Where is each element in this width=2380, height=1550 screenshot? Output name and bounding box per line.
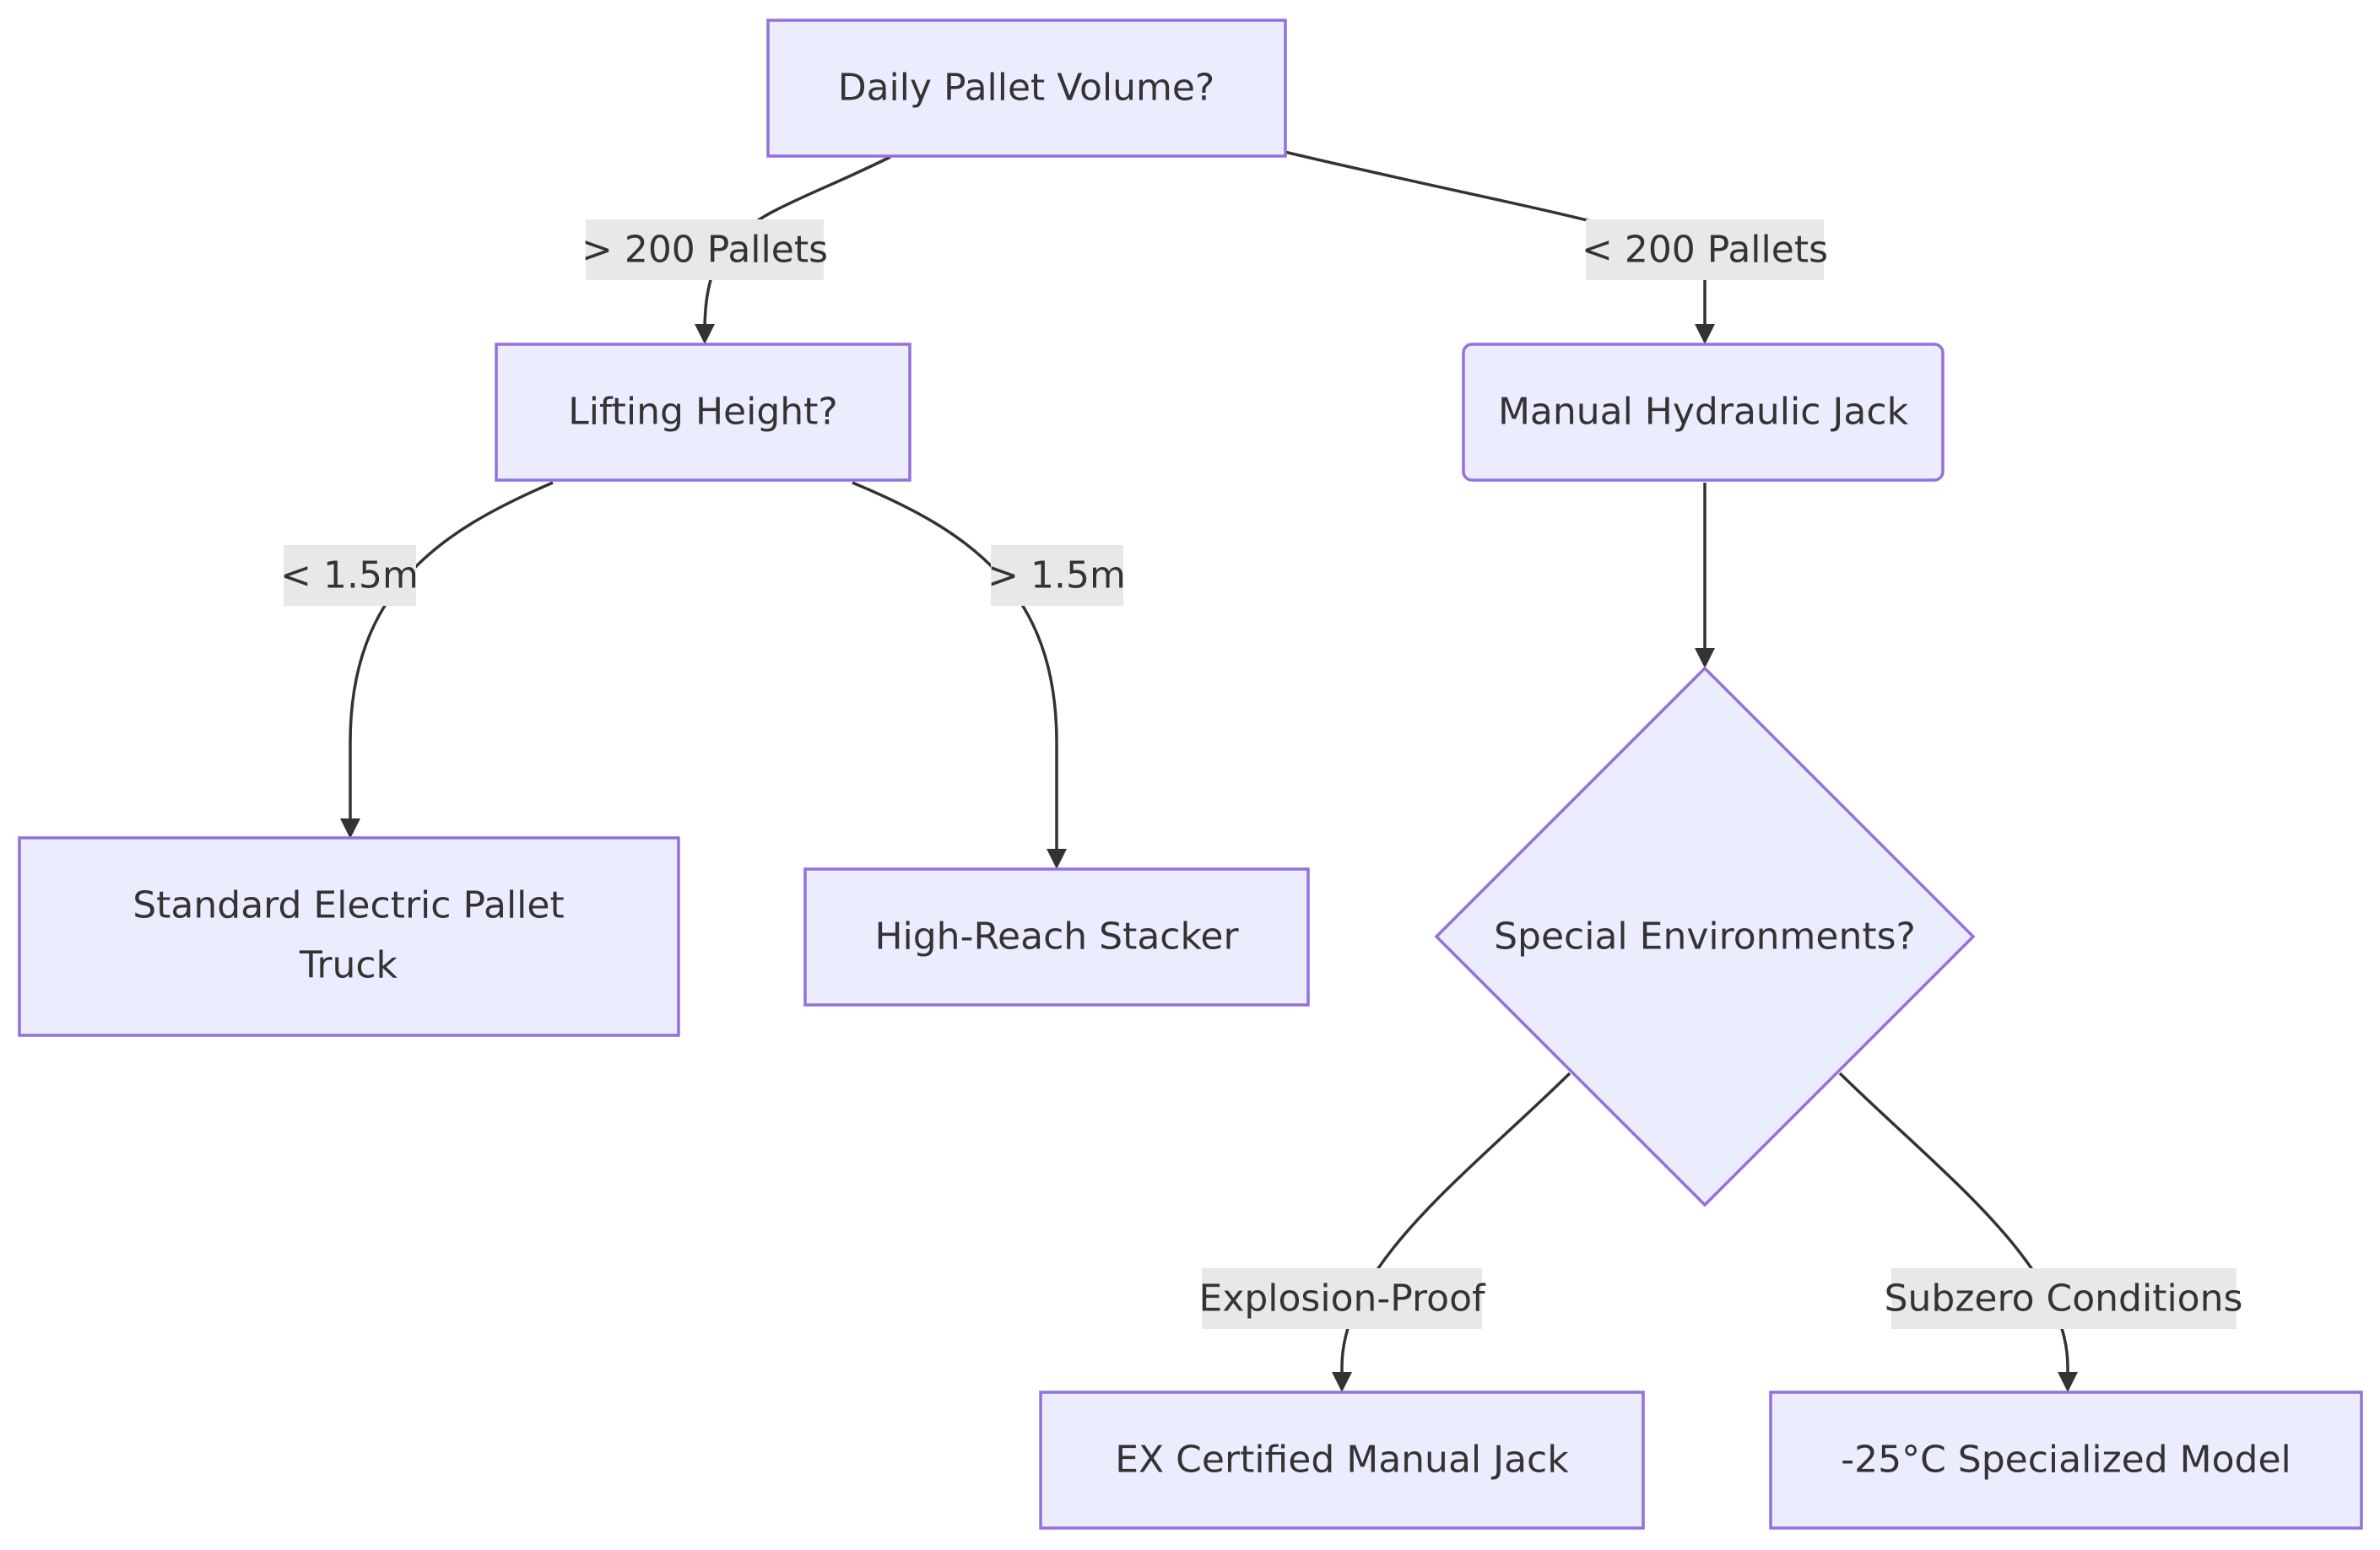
arrow-jack-to-special (1695, 648, 1715, 668)
arrow-lifting-to-standard (340, 818, 360, 839)
edge-label-lt-200-text: < 200 Pallets (1582, 229, 1828, 272)
edge-special-to-ex (1340, 1072, 1571, 1379)
edge-label-gt-15: > 1.5m (987, 545, 1126, 606)
node-standard-electric-pallet-truck[interactable]: Standard Electric Pallet Truck (18, 836, 680, 1037)
edge-label-subzero: Subzero Conditions (1885, 1268, 2243, 1329)
edge-special-to-subzero (1838, 1072, 2069, 1379)
arrow-volume-to-lifting (695, 324, 715, 344)
nodes: Daily Pallet Volume? Lifting Height? Man… (18, 19, 2363, 1530)
node-subzero-specialized-model[interactable]: -25°C Specialized Model (1769, 1391, 2363, 1530)
node-ex-certified-label: EX Certified Manual Jack (1115, 1439, 1569, 1482)
node-subzero-model-label: -25°C Specialized Model (1841, 1439, 2291, 1482)
edge-label-gt-200: > 200 Pallets (581, 219, 828, 280)
edge-labels: > 200 Pallets < 200 Pallets < 1.5m > 1.5… (280, 219, 2242, 1329)
node-manual-hydraulic-jack-label: Manual Hydraulic Jack (1498, 391, 1909, 434)
node-high-reach-stacker-label: High-Reach Stacker (874, 915, 1239, 959)
edges (340, 150, 2078, 1392)
node-standard-truck-label-line1: Standard Electric Pallet (133, 884, 564, 927)
node-daily-pallet-volume[interactable]: Daily Pallet Volume? (766, 19, 1287, 158)
node-special-environments[interactable]: Special Environments? (1434, 666, 1976, 1207)
edge-label-explosion-text: Explosion-Proof (1199, 1277, 1486, 1320)
node-lifting-height-label: Lifting Height? (568, 391, 838, 434)
arrow-lifting-to-highreach (1047, 849, 1067, 869)
edge-label-lt-200: < 200 Pallets (1582, 219, 1828, 280)
arrow-volume-to-jack (1695, 324, 1715, 344)
node-high-reach-stacker[interactable]: High-Reach Stacker (803, 867, 1310, 1007)
edge-label-lt-15: < 1.5m (280, 545, 419, 606)
arrow-special-to-ex (1332, 1372, 1352, 1392)
edge-lifting-to-standard (349, 481, 554, 825)
node-standard-truck-label-line2: Truck (299, 944, 398, 987)
edge-label-subzero-text: Subzero Conditions (1885, 1277, 2243, 1320)
edge-label-lt-15-text: < 1.5m (280, 554, 419, 597)
node-daily-pallet-volume-label: Daily Pallet Volume? (838, 67, 1215, 110)
edge-lifting-to-highreach (852, 481, 1058, 856)
edge-label-gt-15-text: > 1.5m (987, 554, 1126, 597)
edge-label-gt-200-text: > 200 Pallets (581, 229, 828, 272)
node-manual-hydraulic-jack[interactable]: Manual Hydraulic Jack (1462, 343, 1945, 482)
arrow-special-to-subzero (2058, 1372, 2078, 1392)
node-special-environments-label: Special Environments? (1494, 915, 1916, 959)
edge-label-explosion: Explosion-Proof (1199, 1268, 1486, 1329)
node-lifting-height[interactable]: Lifting Height? (495, 343, 911, 482)
node-ex-certified-manual-jack[interactable]: EX Certified Manual Jack (1039, 1391, 1645, 1530)
